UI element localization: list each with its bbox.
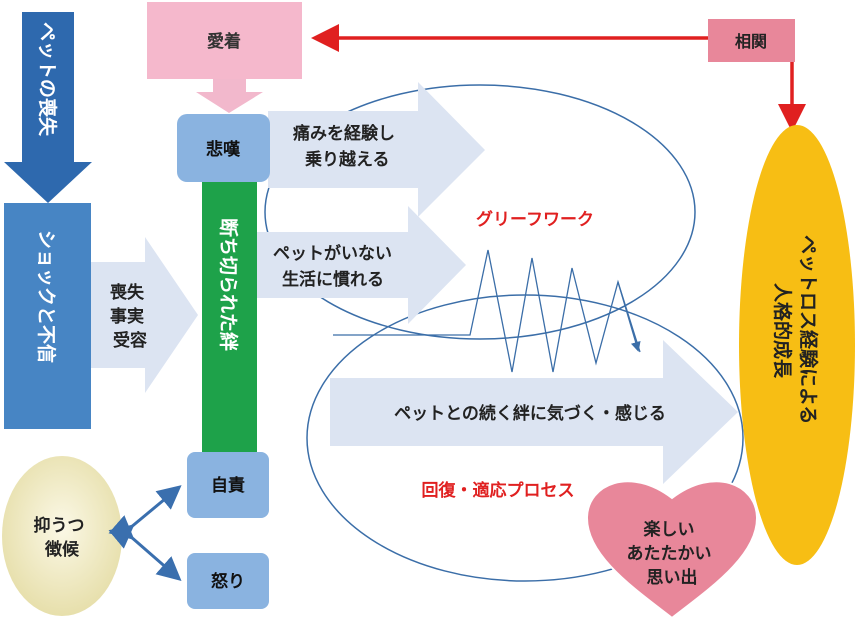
life-line-1: ペットがいない	[273, 243, 392, 264]
depression-to-self-blame-arrow	[108, 485, 182, 549]
memories-heart	[585, 480, 759, 620]
self-blame-label: 自責	[211, 475, 245, 496]
memories-line-3: 思い出	[647, 567, 698, 588]
correlation-label: 相関	[735, 32, 767, 51]
depression-line-1: 抑うつ	[34, 515, 85, 536]
life-label: ペットがいない 生活に慣れる	[273, 243, 398, 290]
pain-arrow-shape	[268, 82, 485, 217]
depression-circle	[2, 456, 122, 616]
self-blame-box	[187, 452, 269, 518]
correlation-box	[708, 19, 795, 62]
zigzag-connector	[333, 249, 641, 373]
acceptance-label: 喪失 事実 受容	[110, 282, 150, 351]
pain-line-1: 痛みを経験し	[293, 123, 395, 144]
growth-ellipse	[739, 125, 855, 565]
pain-label: 痛みを経験し 乗り越える	[293, 123, 401, 170]
depression-label: 抑うつ 徴候	[34, 515, 91, 560]
pet-loss-arrow	[4, 12, 92, 203]
life-arrow-shape	[255, 206, 466, 324]
memories-label: 楽しい あたたかい 思い出	[627, 519, 718, 588]
acceptance-arrow-shape	[90, 237, 198, 393]
depression-to-anger-arrow	[108, 515, 182, 581]
severed-bond-bar	[202, 178, 257, 458]
shock-label: ショックと不信	[35, 230, 58, 363]
zigzag-tail	[617, 281, 641, 352]
grief-box	[177, 114, 270, 182]
grief-work-ellipse	[264, 84, 696, 340]
growth-line-1: ペットロス経験による	[797, 235, 820, 424]
memories-line-1: 楽しい	[644, 519, 695, 540]
acceptance-line-3: 受容	[113, 330, 147, 351]
attachment-label: 愛着	[207, 31, 241, 52]
pain-line-2: 乗り越える	[304, 149, 390, 170]
grief-label: 悲嘆	[206, 139, 241, 160]
life-line-2: 生活に慣れる	[282, 269, 384, 290]
continuing-bond-arrow-shape	[330, 340, 738, 484]
continuing-bond-label: ペットとの続く絆に気づく・感じる	[394, 403, 666, 424]
memories-line-2: あたたかい	[627, 544, 712, 564]
growth-line-2: 人格的成長	[771, 283, 794, 379]
acceptance-line-1: 喪失	[110, 282, 145, 303]
depression-line-2: 徴候	[44, 539, 80, 560]
shock-box	[4, 203, 91, 429]
anger-box	[187, 553, 269, 609]
attachment-down-arrow	[196, 79, 263, 113]
severed-bond-label: 断ち切られた絆	[217, 218, 240, 351]
pet-loss-label: ペットの喪失	[36, 22, 59, 137]
acceptance-line-2: 事実	[110, 306, 144, 327]
recovery-label: 回復・適応プロセス	[422, 480, 575, 501]
grief-work-label: グリーフワーク	[476, 209, 594, 230]
attachment-box	[147, 2, 302, 79]
anger-label: 怒り	[211, 571, 245, 592]
